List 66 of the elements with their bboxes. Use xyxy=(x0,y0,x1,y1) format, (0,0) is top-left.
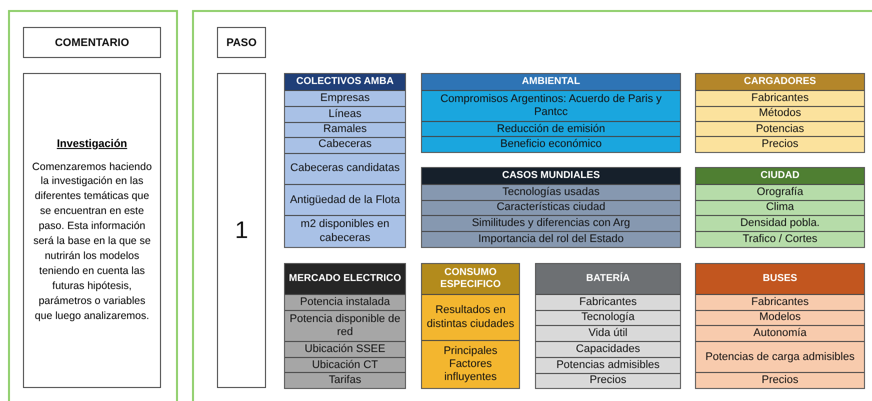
table-row: Beneficio económico xyxy=(422,136,680,152)
table-row: Importancia del rol del Estado xyxy=(422,231,680,247)
table-row: Fabricantes xyxy=(696,90,864,106)
category-table xyxy=(695,263,865,389)
table-row: Resultados en distintas ciudades xyxy=(422,294,519,340)
table-row: Ramales xyxy=(285,122,405,137)
table-row: Tarifas xyxy=(285,372,405,388)
table-row: Potencias xyxy=(696,121,864,136)
table-header: CONSUMO ESPECIFICO xyxy=(422,264,519,294)
label-box: PASO xyxy=(217,27,266,58)
table-row: Potencia disponible de red xyxy=(285,310,405,342)
table-header: AMBIENTAL xyxy=(422,74,680,90)
panel-frame xyxy=(8,10,178,401)
table-row: Empresas xyxy=(285,90,405,106)
category-table xyxy=(695,73,865,153)
step-number-box: 1 xyxy=(217,73,266,388)
table-header: BATERÍA xyxy=(536,264,680,294)
table-row: Cabeceras candidatas xyxy=(285,152,405,184)
comment-text: Comenzaremos haciendo la investigación en las diferentes temáticas que se encuentran en este paso. Esta información será la base en la que se nutrirán los modelos teniendo en cuenta las futuras hipótesis, parámetros o variables que luego analizaremos. xyxy=(31,160,153,324)
panel-frame xyxy=(192,10,872,401)
comment-box xyxy=(23,73,161,388)
table-row: Potencias de carga admisibles xyxy=(696,341,864,372)
table-row: Precios xyxy=(696,372,864,388)
table-row: Precios xyxy=(536,373,680,388)
table-row: m2 disponibles en cabeceras xyxy=(285,215,405,247)
table-row: Líneas xyxy=(285,106,405,122)
table-row: Precios xyxy=(696,136,864,152)
category-table xyxy=(421,73,681,153)
table-header: COLECTIVOS AMBA xyxy=(285,74,405,90)
table-row: Similitudes y diferencias con Arg xyxy=(422,215,680,232)
table-row: Modelos xyxy=(696,310,864,326)
table-header: CARGADORES xyxy=(696,74,864,90)
table-row: Densidad pobla. xyxy=(696,215,864,232)
category-table xyxy=(284,263,406,389)
category-table xyxy=(284,73,406,248)
table-row: Potencias admisibles xyxy=(536,357,680,374)
table-header: CASOS MUNDIALES xyxy=(422,168,680,184)
table-row: Fabricantes xyxy=(536,294,680,310)
table-row: Vida útil xyxy=(536,325,680,342)
table-row: Características ciudad xyxy=(422,200,680,216)
table-row: Principales Factores influyentes xyxy=(422,340,519,388)
table-header: BUSES xyxy=(696,264,864,294)
table-row: Autonomía xyxy=(696,325,864,342)
table-row: Fabricantes xyxy=(696,294,864,310)
table-row: Potencia instalada xyxy=(285,294,405,310)
table-row: Tecnología xyxy=(536,310,680,326)
table-row: Orografía xyxy=(696,184,864,200)
table-row: Compromisos Argentinos: Acuerdo de Paris y Pantcc xyxy=(422,90,680,122)
table-row: Trafico / Cortes xyxy=(696,231,864,247)
table-header: MERCADO ELECTRICO xyxy=(285,264,405,294)
category-table xyxy=(695,167,865,248)
category-table xyxy=(421,263,520,389)
category-table xyxy=(421,167,681,248)
table-row: Ubicación CT xyxy=(285,357,405,372)
category-table xyxy=(535,263,681,389)
label-box: COMENTARIO xyxy=(23,27,161,58)
table-header: CIUDAD xyxy=(696,168,864,184)
table-row: Cabeceras xyxy=(285,136,405,153)
table-row: Tecnologías usadas xyxy=(422,184,680,200)
comment-heading: Investigación xyxy=(56,138,128,150)
table-row: Reducción de emisión xyxy=(422,121,680,136)
table-row: Capacidades xyxy=(536,341,680,358)
table-row: Clima xyxy=(696,200,864,216)
table-row: Ubicación SSEE xyxy=(285,341,405,358)
table-row: Antigüedad de la Flota xyxy=(285,184,405,216)
table-row: Métodos xyxy=(696,106,864,122)
